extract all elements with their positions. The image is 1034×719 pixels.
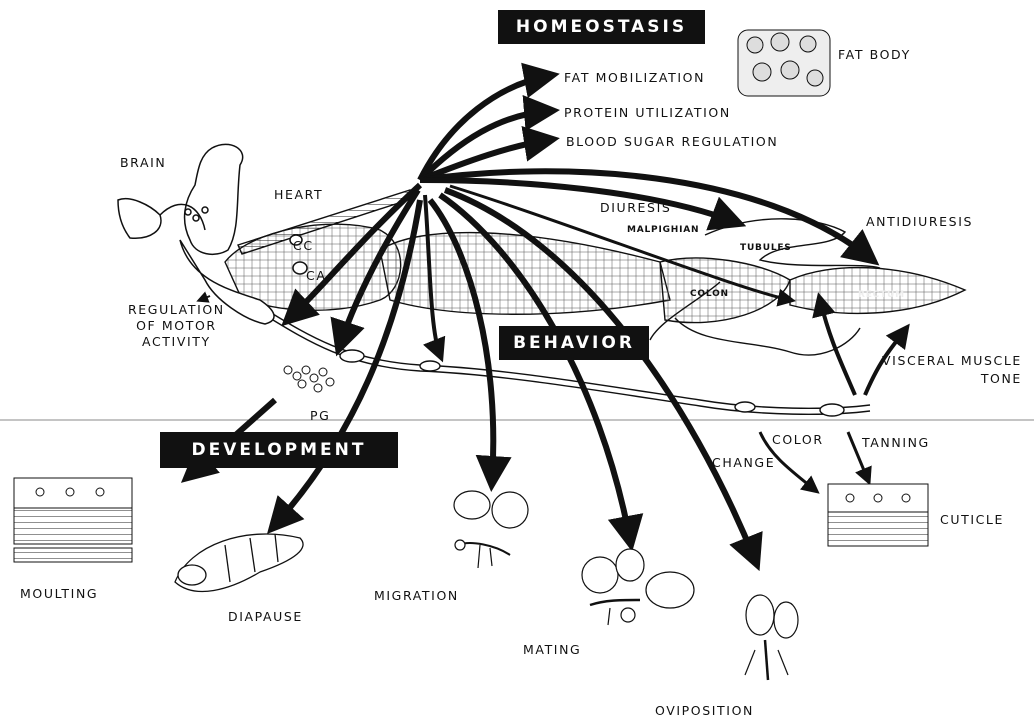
label-protein-utilization: PROTEIN UTILIZATION [564, 105, 731, 120]
label-diuresis: DIURESIS [600, 200, 671, 215]
label-regulation-line2: OF MOTOR [128, 318, 225, 334]
label-rectum: RECTUM [858, 290, 905, 300]
label-migration: MIGRATION [374, 588, 459, 603]
pg-gland [284, 366, 334, 392]
label-blood-sugar-regulation: BLOOD SUGAR REGULATION [566, 134, 778, 149]
label-tanning: TANNING [862, 435, 930, 450]
label-cuticle: CUTICLE [940, 512, 1004, 527]
label-cc: CC [293, 238, 314, 253]
label-mating: MATING [523, 642, 581, 657]
banner-behavior: BEHAVIOR [499, 326, 649, 360]
label-moulting: MOULTING [20, 586, 98, 601]
moulting-illustration [14, 478, 132, 562]
insect-body [225, 190, 965, 416]
label-fat-mobilization: FAT MOBILIZATION [564, 70, 705, 85]
flies-mating [582, 549, 694, 625]
label-regulation-line1: REGULATION [128, 302, 225, 318]
label-tubules: TUBULES [740, 243, 792, 253]
label-diapause: DIAPAUSE [228, 609, 303, 624]
label-brain: BRAIN [120, 155, 166, 170]
label-change: CHANGE [712, 455, 775, 470]
fat-body-illustration [738, 30, 830, 96]
label-ca: CA [306, 268, 326, 283]
label-malpighian: MALPIGHIAN [627, 225, 699, 235]
label-color: COLOR [772, 432, 824, 447]
label-oviposition: OVIPOSITION [655, 703, 754, 718]
label-visceral-line2: TONE [882, 370, 1022, 388]
banner-homeostasis: HOMEOSTASIS [498, 10, 705, 44]
label-colon: COLON [690, 289, 729, 299]
banner-development: DEVELOPMENT [160, 432, 398, 468]
label-fat-body: FAT BODY [838, 47, 911, 62]
pupa-illustration [175, 534, 303, 591]
label-heart: HEART [274, 187, 323, 202]
fly-migration [454, 491, 528, 568]
fly-oviposition [745, 595, 798, 680]
cuticle-illustration [828, 484, 928, 546]
label-regulation-of-motor-activity: REGULATION OF MOTOR ACTIVITY [128, 302, 225, 350]
label-visceral-muscle-tone: VISCERAL MUSCLE TONE [882, 352, 1022, 388]
label-regulation-line3: ACTIVITY [128, 334, 225, 350]
label-pg: PG [310, 408, 330, 423]
label-visceral-line1: VISCERAL MUSCLE [882, 352, 1022, 370]
label-antidiuresis: ANTIDIURESIS [866, 214, 973, 229]
